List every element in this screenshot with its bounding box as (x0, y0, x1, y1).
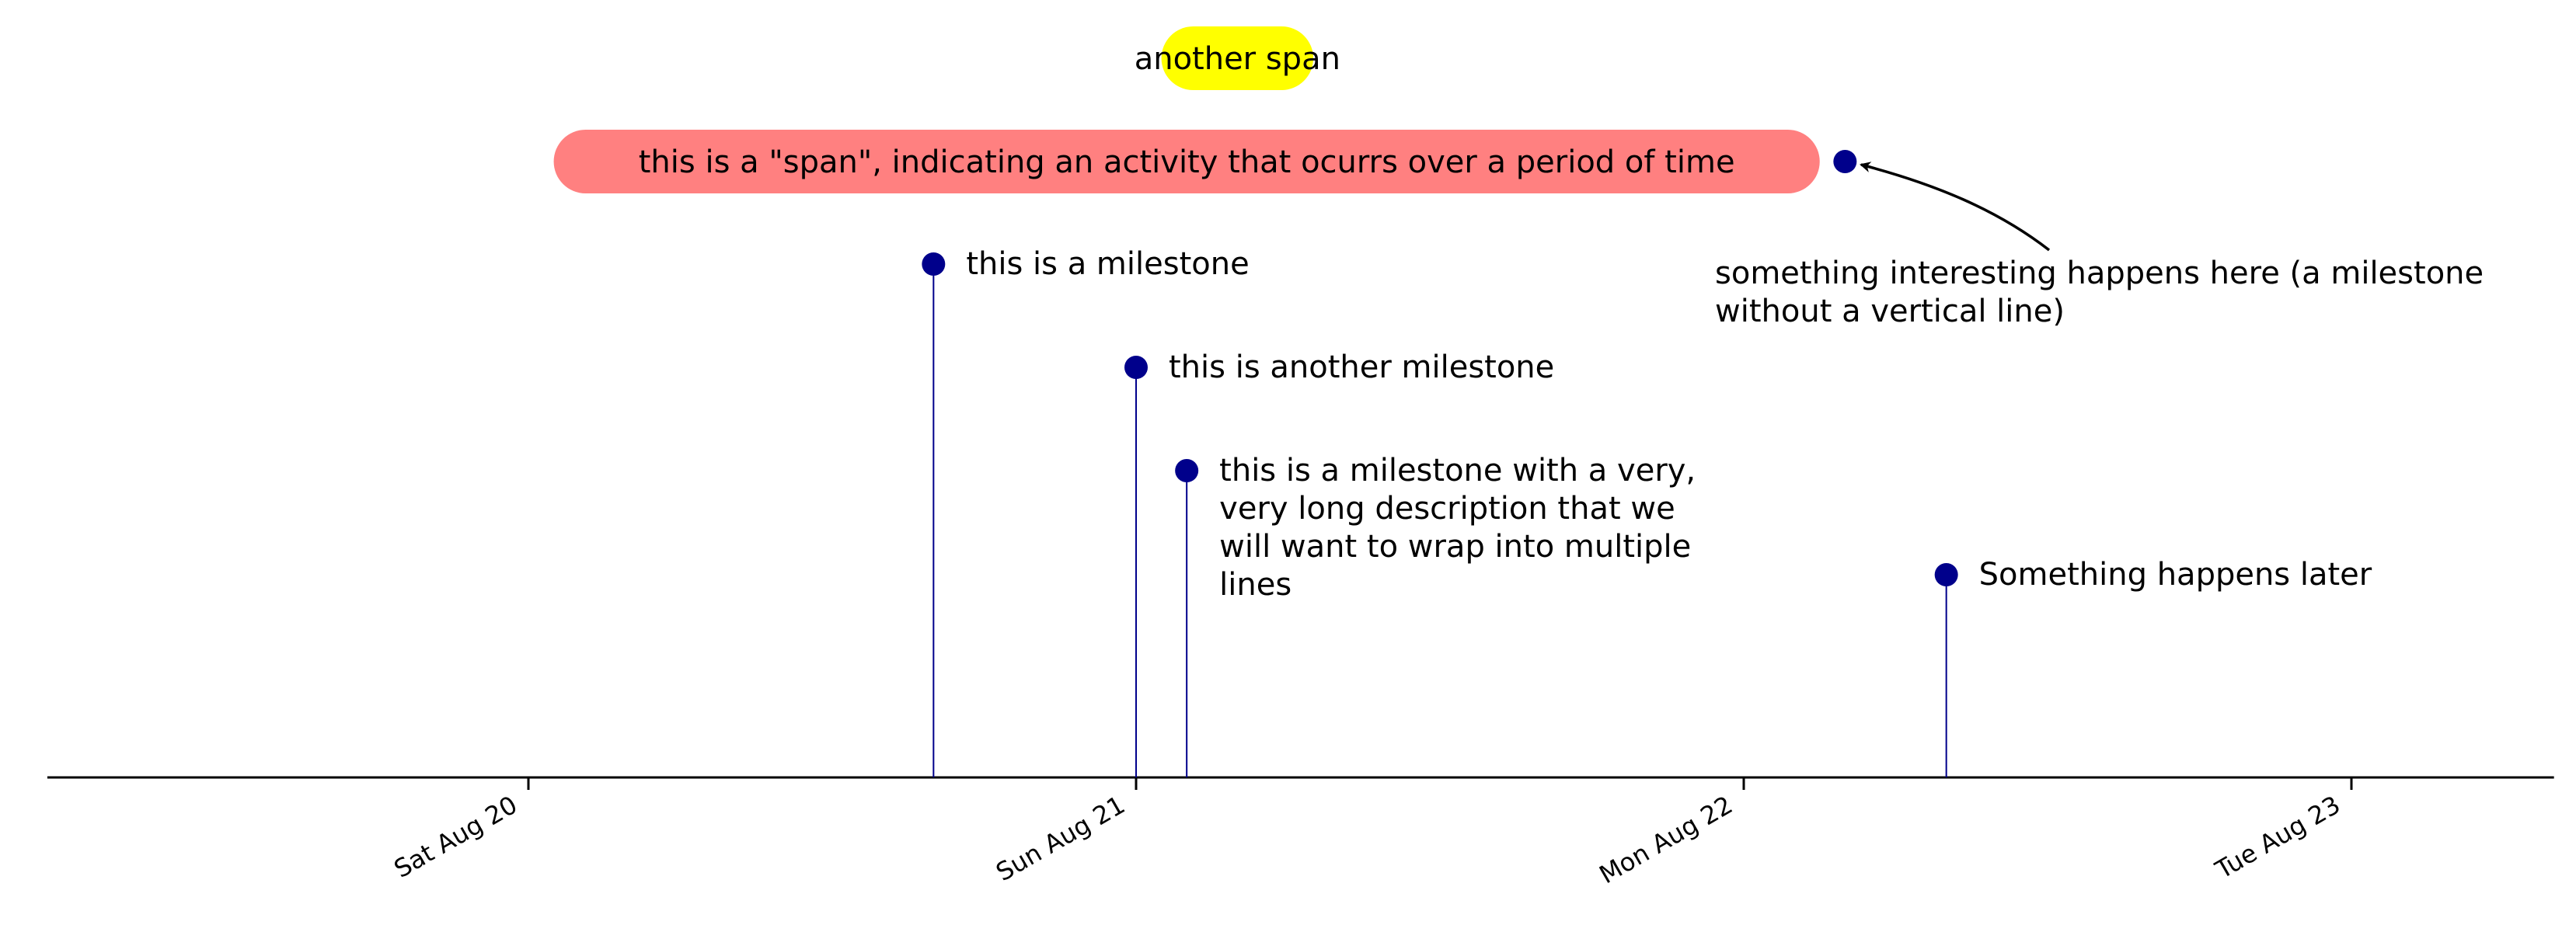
span-label: this is a "span", indicating an activity… (639, 144, 1735, 180)
milestone-marker (1124, 356, 1148, 379)
milestone-marker (922, 252, 946, 276)
milestone-marker (1833, 150, 1857, 173)
milestone-label: this is a milestone with a very,very lon… (1219, 453, 1696, 603)
milestone-label: this is another milestone (1169, 349, 1554, 385)
milestone-label: this is a milestone (966, 246, 1249, 282)
x-tick-label: Sat Aug 20 (389, 790, 522, 884)
x-tick-label: Mon Aug 22 (1595, 790, 1738, 889)
span-label: another span (1135, 41, 1340, 77)
span-bar (1161, 26, 1314, 90)
milestone-marker (1934, 563, 1958, 586)
x-tick-label: Tue Aug 23 (2210, 790, 2345, 885)
milestone-marker (1175, 459, 1199, 482)
span-bar (553, 130, 1820, 193)
milestone-annotation: something interesting happens here (a mi… (1715, 256, 2484, 329)
x-tick-label: Sun Aug 21 (991, 790, 1130, 887)
milestone-label: Something happens later (1979, 557, 2372, 593)
annotation-arrow (1860, 162, 2051, 252)
